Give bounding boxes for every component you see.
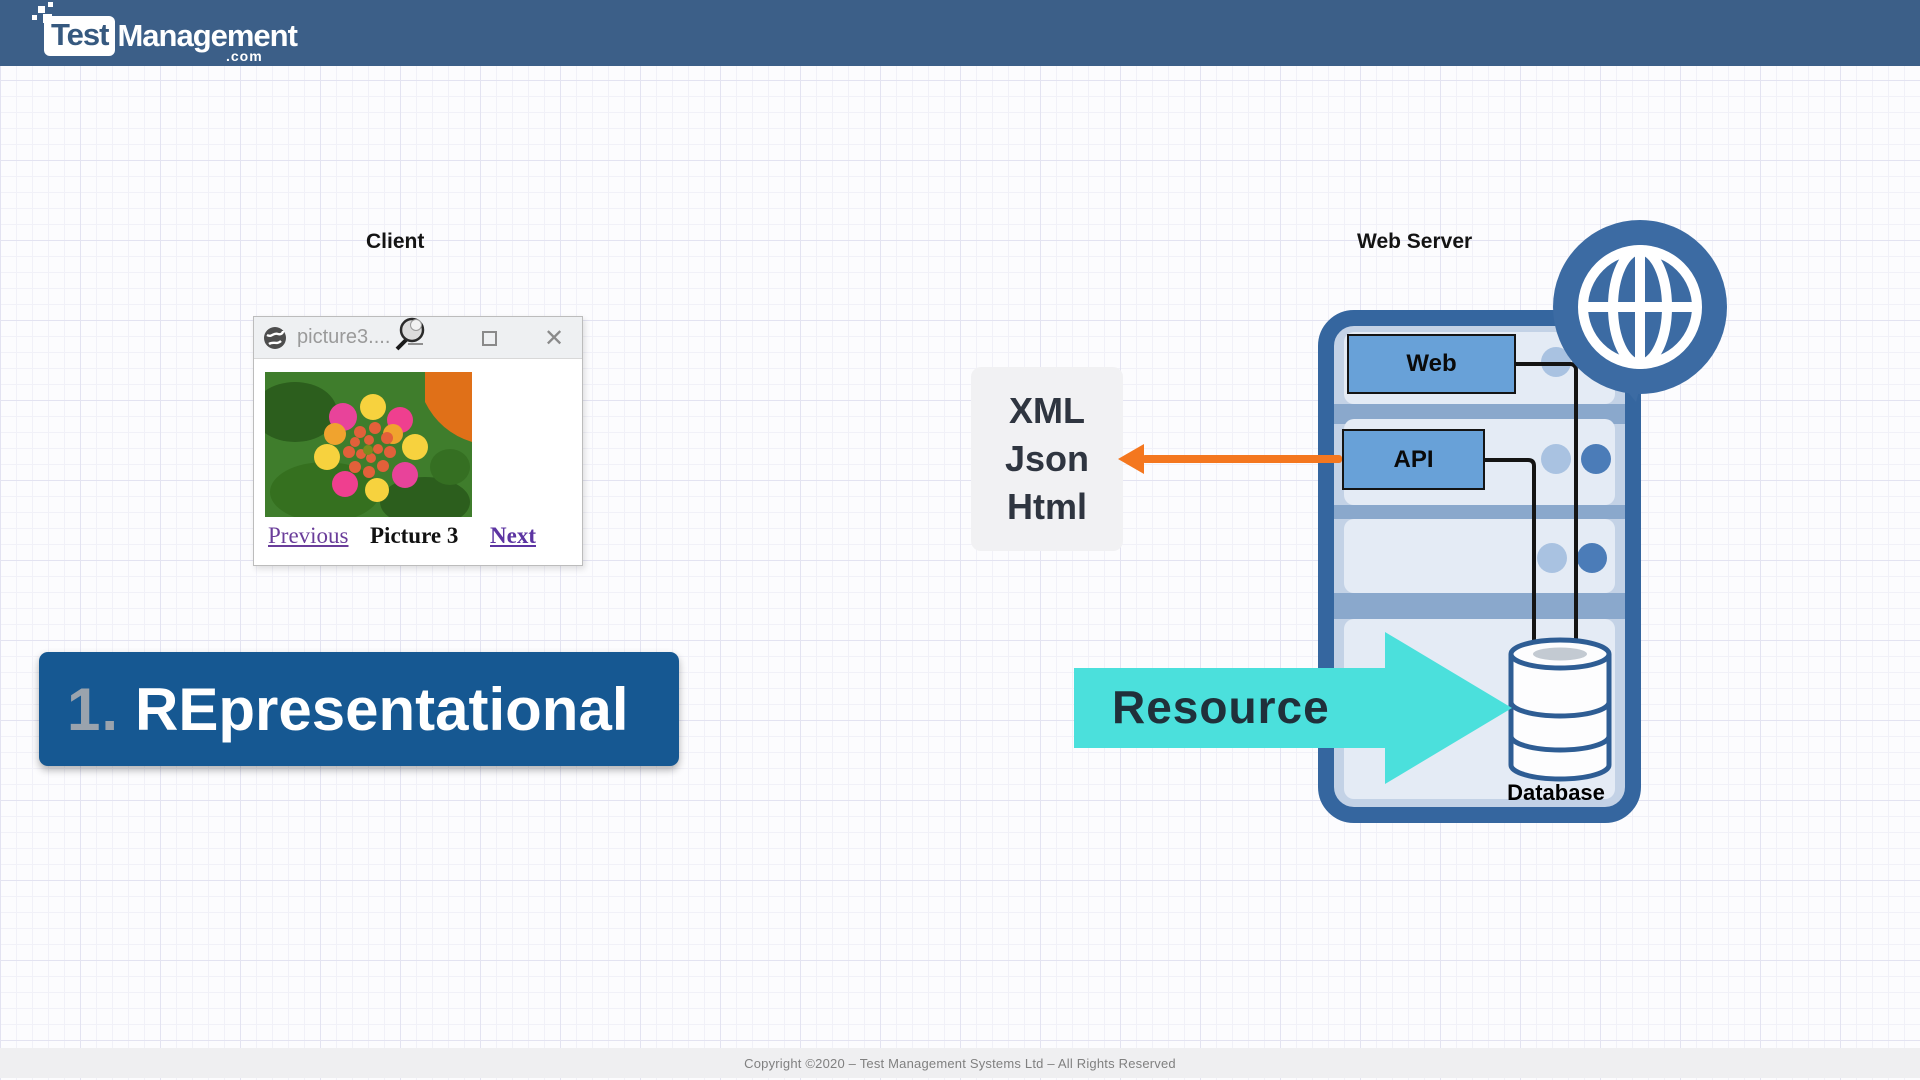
banner-number: 1. [67, 675, 120, 743]
window-title: picture3.... [297, 326, 391, 348]
connector-lines [1483, 362, 1578, 654]
server-tower: Web API [1318, 310, 1641, 823]
server-led-icon [1541, 444, 1571, 474]
web-component-box: Web [1347, 334, 1516, 394]
header-bar: Test Management .com [0, 0, 1920, 66]
globe-favicon-icon [264, 326, 286, 349]
picture-caption: Picture 3 [370, 523, 459, 548]
web-server-label: Web Server [1357, 230, 1473, 253]
server-led-icon [1537, 543, 1567, 573]
image-nav: Previous Picture 3 Next [254, 523, 582, 557]
database-label: Database [1507, 780, 1605, 805]
previous-link[interactable]: Previous [268, 523, 349, 548]
response-arrow-shaft [1142, 455, 1342, 463]
browser-window: picture3.... ✕ [253, 316, 583, 566]
next-link[interactable]: Next [490, 523, 536, 548]
format-xml: XML [1009, 390, 1085, 432]
logo-text-management: Management [117, 18, 297, 53]
client-label: Client [366, 230, 425, 253]
flower-image [265, 372, 472, 517]
magnifier-cursor-icon [395, 317, 425, 351]
resource-label: Resource [1112, 681, 1330, 733]
logo-text-test: Test [44, 16, 116, 56]
database-icon [1508, 637, 1612, 782]
close-button[interactable]: ✕ [543, 324, 565, 352]
format-html: Html [1007, 485, 1087, 527]
server-led-icon [1577, 543, 1607, 573]
server-led-icon [1581, 444, 1611, 474]
server-divider [1334, 505, 1625, 519]
response-arrow-head-icon [1118, 444, 1144, 474]
maximize-button[interactable] [472, 317, 506, 359]
logo-pixel [38, 6, 45, 13]
formats-box: XML Json Html [971, 367, 1123, 551]
format-json: Json [1004, 438, 1090, 480]
server-slot-3 [1344, 519, 1615, 593]
copyright-text: Copyright ©2020 – Test Management System… [744, 1055, 1176, 1071]
minimize-button[interactable] [398, 317, 432, 359]
logo-text-com: .com [226, 48, 263, 64]
banner-text: REpresentational [135, 675, 629, 743]
resource-arrow [1074, 632, 1512, 784]
footer-bar: Copyright ©2020 – Test Management System… [0, 1048, 1920, 1078]
internet-globe-icon [1553, 220, 1727, 402]
representational-banner: 1. REpresentational [39, 652, 679, 766]
api-component-box: API [1342, 429, 1485, 490]
logo-pixel [48, 2, 53, 7]
logo-pixel [32, 15, 37, 20]
